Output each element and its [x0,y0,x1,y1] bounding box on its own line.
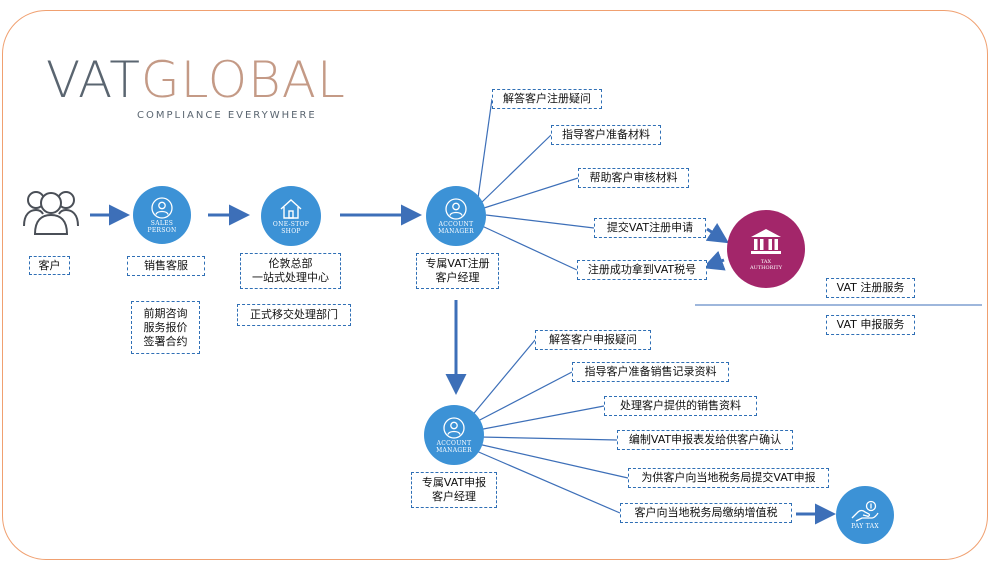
person-icon [445,197,467,220]
sales-label: 销售客服 [127,256,205,276]
registration-step: 解答客户注册疑问 [492,89,602,109]
hq-label-line1: 伦敦总部 [268,257,313,270]
registration-step: 注册成功拿到VAT税号 [577,260,707,280]
am-filing-line2: 客户经理 [432,490,476,503]
registration-fan [477,98,595,271]
am-registration-line2: 客户经理 [435,271,480,284]
customer-group-icon [22,186,80,240]
account-manager-caption: ACCOUNT MANAGER [438,220,474,235]
filing-step: 编制VAT申报表发给供客户确认 [617,430,793,450]
filing-step: 解答客户申报疑问 [535,330,651,350]
handover-label: 正式移交处理部门 [237,304,351,326]
account-manager-caption: ACCOUNT MANAGER [436,439,472,454]
hand-coin-icon [851,500,879,522]
hq-label: 伦敦总部 一站式处理中心 [240,253,341,289]
arrow-tax-to-number [702,250,726,271]
sales-person-circle: SALES PERSON [133,186,191,244]
house-icon [280,198,302,219]
sales-task: 前期咨询 [143,306,188,320]
sales-task: 服务报价 [143,320,188,334]
person-icon [443,416,465,439]
sales-tasks-box: 前期咨询 服务报价 签署合约 [131,301,200,354]
logo-wordmark: VATGLOBAL [46,51,346,109]
am-filing-label: 专属VAT申报 客户经理 [411,472,497,508]
person-icon [151,196,173,219]
filing-step: 指导客户准备销售记录资料 [572,362,729,382]
filing-service-label: VAT 申报服务 [826,315,915,335]
customer-label: 客户 [29,256,70,275]
account-manager-filing-circle: ACCOUNT MANAGER [424,405,484,465]
registration-step: 提交VAT注册申请 [594,218,706,238]
rounded-frame [2,10,988,560]
sales-task: 签署合约 [143,334,188,348]
am-filing-line1: 专属VAT申报 [421,476,487,489]
tax-authority-caption: TAX AUTHORITY [750,258,782,271]
government-building-icon [751,228,781,254]
one-stop-shop-caption: ONE-STOP SHOP [272,220,310,235]
arrow-submit-to-tax [705,223,730,244]
filing-fan [469,339,629,514]
am-registration-line1: 专属VAT注册 [425,257,490,270]
one-stop-shop-circle: ONE-STOP SHOP [261,186,321,246]
filing-step: 处理客户提供的销售资料 [604,396,757,416]
account-manager-registration-circle: ACCOUNT MANAGER [426,186,486,246]
registration-service-label: VAT 注册服务 [826,278,915,298]
tax-authority-circle: TAX AUTHORITY [727,210,805,288]
filing-step: 客户向当地税务局缴纳增值税 [620,503,792,523]
pay-tax-caption: PAY TAX [851,523,879,530]
hq-label-line2: 一站式处理中心 [252,271,329,284]
am-registration-label: 专属VAT注册 客户经理 [416,253,499,289]
registration-step: 指导客户准备材料 [551,125,661,145]
filing-step: 为供客户向当地税务局提交VAT申报 [628,468,829,488]
sales-person-caption: SALES PERSON [147,219,177,234]
pay-tax-circle: PAY TAX [836,486,894,544]
logo-tagline: COMPLIANCE EVERYWHERE [137,110,317,121]
registration-step: 帮助客户审核材料 [578,168,689,188]
